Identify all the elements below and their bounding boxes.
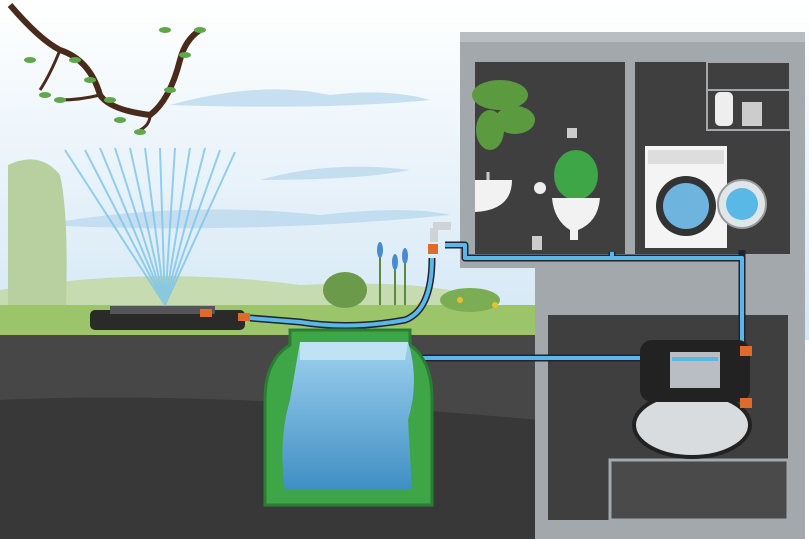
bucket <box>742 102 762 126</box>
sprinkler-spray <box>64 147 236 306</box>
detergent-bottle <box>715 92 733 126</box>
fern-plant-icon <box>472 80 535 150</box>
toilet-icon <box>532 128 600 250</box>
clouds <box>40 89 450 229</box>
tank-icon <box>263 328 434 507</box>
shelf <box>706 61 791 131</box>
sprinkler-icon <box>90 306 250 330</box>
house-roof-line <box>460 32 805 42</box>
tap-icon <box>428 222 451 254</box>
washing-machine-icon <box>645 146 767 248</box>
pump-icon <box>632 340 752 459</box>
bush <box>8 159 67 330</box>
pipe-network <box>249 241 746 362</box>
sink-icon <box>475 172 512 212</box>
tree-branch-icon <box>7 3 206 135</box>
plant-icon <box>323 242 500 312</box>
pump-stand <box>608 458 790 522</box>
